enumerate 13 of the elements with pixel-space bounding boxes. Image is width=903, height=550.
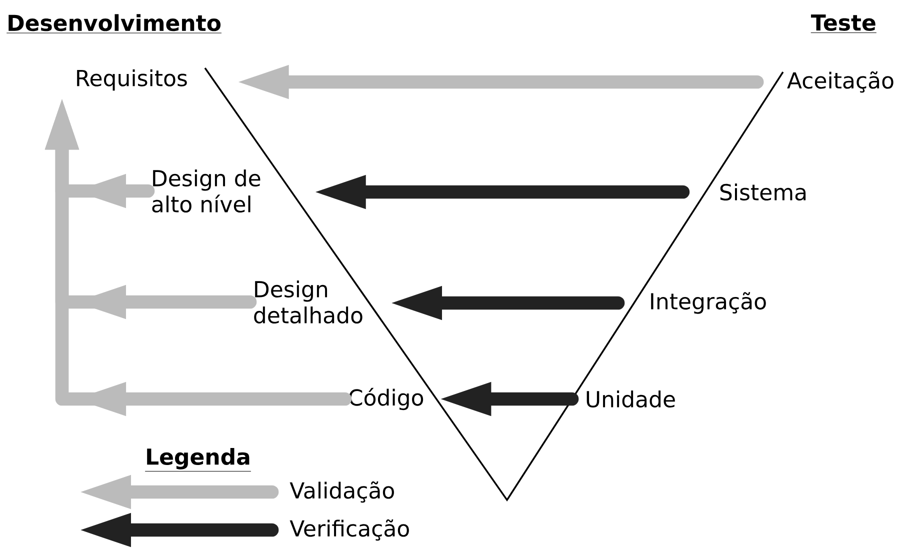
stage-label: Aceitação [787,71,894,93]
stage-label: Design de alto nível [152,170,260,213]
stage-label: Requisitos [77,69,187,91]
legend-label: Verificação [290,519,409,541]
heading: Legenda [144,448,252,472]
heading: Desenvolvimento [6,14,222,34]
stage-label: Sistema [720,184,806,201]
stage-label: Unidade [586,390,675,408]
stage-label: Design detalhado [254,280,362,324]
stage-label: Código [349,388,424,410]
legend-label: Validação [290,481,394,503]
heading: Teste [810,14,877,33]
stage-label: Integração [651,292,766,314]
